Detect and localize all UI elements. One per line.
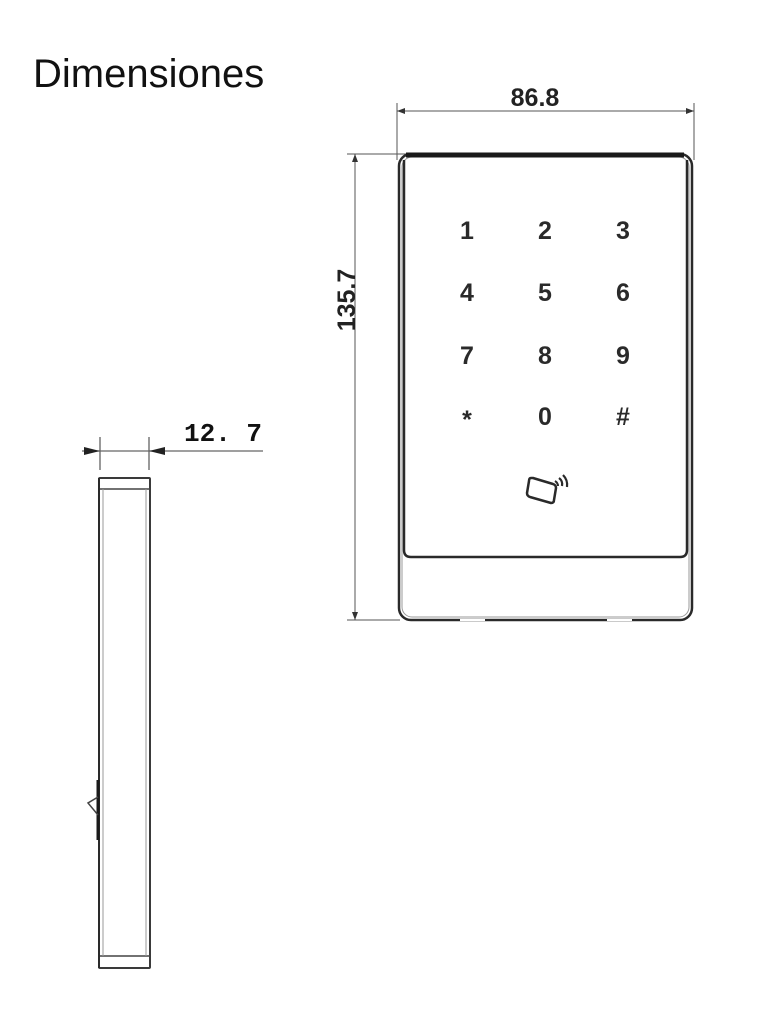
- key-0[interactable]: 0: [538, 403, 552, 431]
- width-dimension: 86.8: [396, 84, 695, 160]
- key-3[interactable]: 3: [616, 217, 630, 245]
- keypad-panel: [402, 160, 689, 559]
- depth-value: 12. 7: [184, 419, 262, 449]
- key-7[interactable]: 7: [460, 342, 474, 370]
- key-hash[interactable]: #: [616, 403, 630, 431]
- side-view: 12. 7: [82, 419, 263, 969]
- key-2[interactable]: 2: [538, 217, 552, 245]
- key-4[interactable]: 4: [460, 279, 474, 307]
- key-8[interactable]: 8: [538, 342, 552, 370]
- rfid-card-icon: [525, 474, 569, 505]
- height-dimension: 135.7: [333, 153, 410, 621]
- key-6[interactable]: 6: [616, 279, 630, 307]
- key-1[interactable]: 1: [460, 217, 474, 245]
- side-body: [98, 477, 151, 969]
- depth-dimension: 12. 7: [82, 419, 263, 470]
- key-star[interactable]: *: [462, 406, 472, 434]
- key-5[interactable]: 5: [538, 279, 552, 307]
- height-value: 135.7: [333, 269, 361, 332]
- keypad: 1 2 3 4 5 6 7 8 9 * 0 #: [460, 217, 630, 434]
- page-title: Dimensiones: [33, 52, 265, 96]
- width-value: 86.8: [511, 84, 560, 112]
- front-view: 86.8 135.7 1 2 3 4 5 6 7 8 9 *: [333, 84, 695, 622]
- key-9[interactable]: 9: [616, 342, 630, 370]
- mounting-clip: [86, 780, 100, 840]
